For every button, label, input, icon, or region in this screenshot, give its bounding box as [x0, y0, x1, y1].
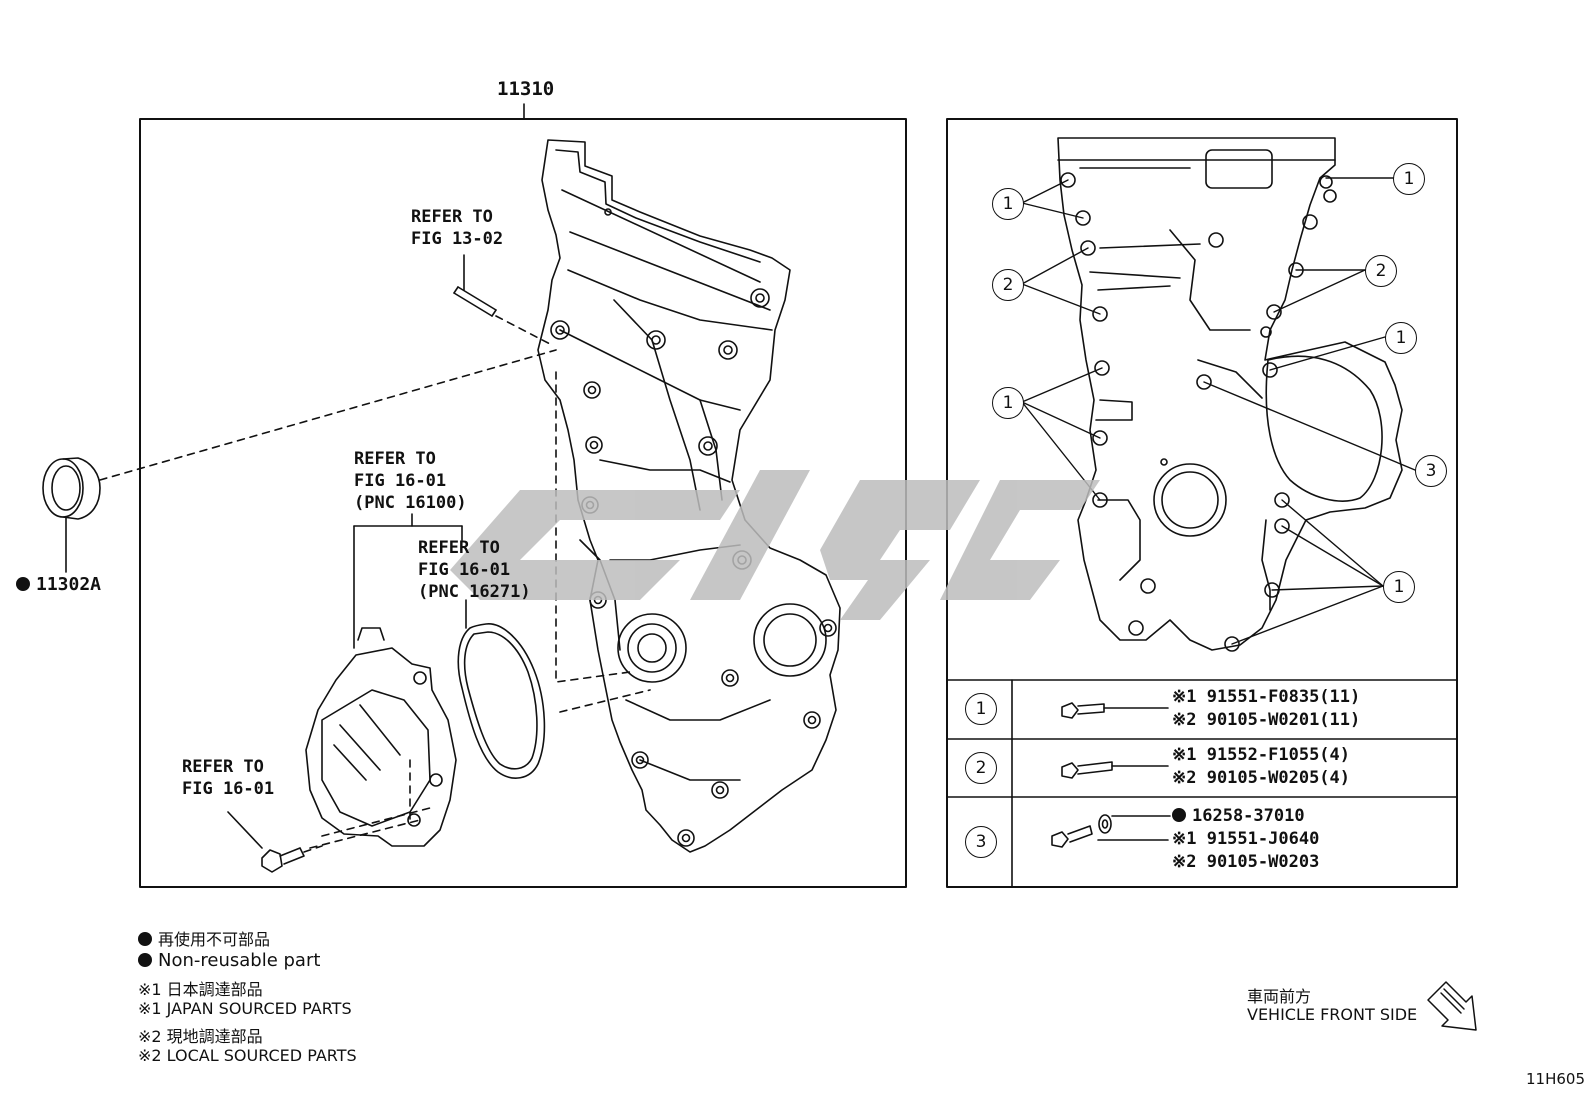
- detail-cover-outline: [1057, 137, 1403, 651]
- legend-local-sourced-jp: ※2 現地調達部品: [138, 1027, 263, 1046]
- callout-1: 1: [1393, 163, 1425, 195]
- table-row-3-line-2: ※1 91551-J0640: [1172, 829, 1320, 849]
- non-reusable-dot-icon: [138, 932, 152, 946]
- table-row-1-line-2: ※2 90105-W0201(11): [1172, 710, 1361, 730]
- stud: [453, 254, 553, 346]
- callout-1: 1: [1383, 571, 1415, 603]
- pump-gasket: [457, 599, 546, 779]
- seal-part-number: 11302A: [36, 574, 102, 595]
- direction-jp: 車両前方: [1247, 987, 1312, 1006]
- main-part-number: 11310: [497, 78, 555, 100]
- table-key-2: 2: [965, 752, 997, 784]
- front-direction-arrow-icon: [1427, 981, 1477, 1031]
- callout-1: 1: [992, 188, 1024, 220]
- table-row-1-line-1: ※1 91551-F0835(11): [1172, 687, 1361, 707]
- table-key-3: 3: [965, 826, 997, 858]
- legend-japan-sourced-en: ※1 JAPAN SOURCED PARTS: [138, 999, 352, 1018]
- figure-code: 11H605: [1526, 1070, 1585, 1088]
- callout-1: 1: [1385, 322, 1417, 354]
- non-reusable-dot-icon: [138, 953, 152, 967]
- legend-non-reusable-en: Non-reusable part: [138, 950, 320, 971]
- table-row-2-line-1: ※1 91552-F1055(4): [1172, 745, 1351, 765]
- legend-japan-sourced-jp: ※1 日本調達部品: [138, 980, 263, 999]
- table-bolt-icons: [1051, 702, 1171, 848]
- bolt-table-grid: [946, 679, 1458, 888]
- callout-2: 2: [1365, 255, 1397, 287]
- table-row-2-line-2: ※2 90105-W0205(4): [1172, 768, 1351, 788]
- oil-seal-11302A: [42, 457, 101, 573]
- table-row-3-line-1: 16258-37010: [1172, 805, 1305, 827]
- callout-1: 1: [992, 387, 1024, 419]
- legend-local-sourced-en: ※2 LOCAL SOURCED PARTS: [138, 1046, 357, 1065]
- detail-bolt-holes: [1060, 172, 1337, 652]
- non-reusable-dot-icon: [16, 577, 30, 591]
- callout-3: 3: [1415, 455, 1447, 487]
- table-key-1: 1: [965, 693, 997, 725]
- seal-part-label: 11302A: [16, 574, 101, 596]
- ref-gasket-label: REFER TO FIG 16-01 (PNC 16271): [418, 538, 531, 602]
- water-pump: [305, 513, 463, 849]
- legend-non-reusable-jp: 再使用不可部品: [138, 926, 270, 950]
- callout-2: 2: [992, 269, 1024, 301]
- pump-bolt: [227, 811, 323, 873]
- non-reusable-dot-icon: [1172, 808, 1186, 822]
- watermark-logo: [450, 470, 1100, 620]
- ref-stud-label: REFER TO FIG 13-02: [411, 207, 504, 249]
- ref-pump-label: REFER TO FIG 16-01 (PNC 16100): [354, 449, 467, 513]
- ref-bolt-label: REFER TO FIG 16-01: [182, 757, 275, 799]
- direction-en: VEHICLE FRONT SIDE: [1247, 1005, 1418, 1024]
- table-row-3-line-3: ※2 90105-W0203: [1172, 852, 1320, 872]
